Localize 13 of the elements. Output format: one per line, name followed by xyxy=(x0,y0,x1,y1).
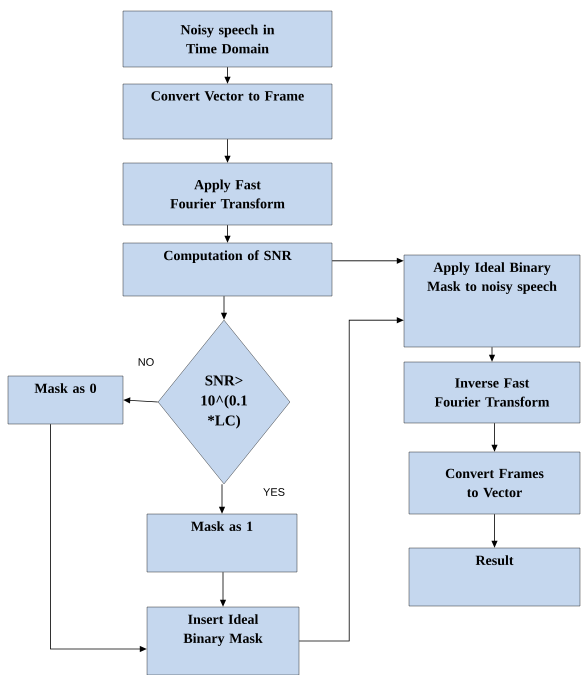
process-box: Noisy speech in Time Domain xyxy=(122,10,332,68)
edge-label: YES xyxy=(262,487,286,497)
process-box: Result xyxy=(408,548,580,606)
process-box: Mask as 0 xyxy=(8,376,124,424)
process-box: Convert Vector to Frame xyxy=(122,84,332,140)
edge-label: NO xyxy=(136,357,156,367)
process-box: Convert Frames to Vector xyxy=(408,452,580,514)
process-box: Inverse Fast Fourier Transform xyxy=(404,362,580,424)
process-box: Mask as 1 xyxy=(146,514,298,572)
process-box: Insert Ideal Binary Mask xyxy=(146,606,300,675)
process-box: Apply Ideal Binary Mask to noisy speech xyxy=(404,254,580,348)
process-box: Apply Fast Fourier Transform xyxy=(122,162,332,226)
process-box: Computation of SNR xyxy=(122,242,332,296)
